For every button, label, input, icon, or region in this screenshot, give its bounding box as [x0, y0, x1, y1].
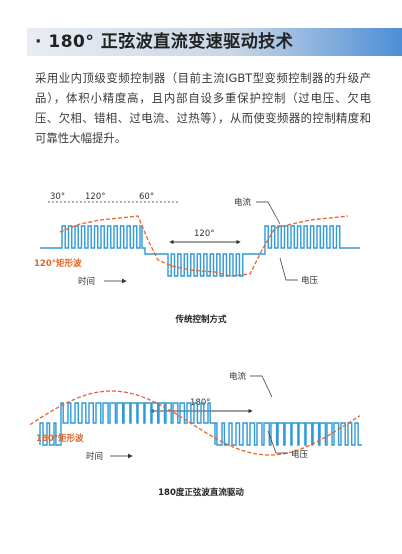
current-label: 电流: [234, 197, 252, 208]
voltage-label-2: 电压: [291, 449, 309, 460]
wave-type-label: 120°矩形波: [34, 258, 82, 269]
sine-current-waveform: [29, 390, 361, 456]
voltage-leader-line: [279, 257, 298, 281]
wave-type-label-2: 180°矩形波: [36, 433, 84, 444]
voltage-waveform: [40, 225, 360, 277]
diagram2-caption: 180度正弦波直流驱动: [158, 487, 244, 498]
section-title-bar: [27, 28, 402, 56]
voltage-label: 电压: [301, 275, 319, 286]
current-leader-line-2: [250, 375, 273, 398]
angle-120-top-label: 120°: [85, 192, 105, 202]
current-label-2: 电流: [229, 371, 247, 382]
voltage-leader-line-2: [267, 430, 288, 454]
diagram1-caption: 传统控制方式: [174, 314, 227, 325]
pwm-voltage-waveform: [39, 402, 362, 446]
time-label: 时间: [78, 276, 95, 287]
angle-120-mid-label: 120°: [194, 229, 214, 239]
angle-180-label: 180°: [190, 398, 210, 408]
intro-paragraph: 采用业内顶级变频控制器（目前主流IGBT型变频控制器的升级产品），体积小精度高，…: [35, 71, 371, 145]
current-leader-line: [256, 201, 281, 225]
diagram-180-sine-drive: 180° 电流 电压 180°矩形波 时间 180度正弦波直流驱动: [29, 371, 362, 498]
time-label-2: 时间: [86, 451, 103, 462]
angle-60-label: 60°: [139, 192, 154, 202]
current-waveform: [59, 215, 349, 277]
diagram-traditional-control: 30° 120° 60° 120° 电流 电压 120°矩形波 时间 传统控制方…: [34, 192, 360, 325]
section-title: · 180° 正弦波直流变速驱动技术: [35, 32, 294, 52]
angle-30-label: 30°: [50, 192, 65, 202]
